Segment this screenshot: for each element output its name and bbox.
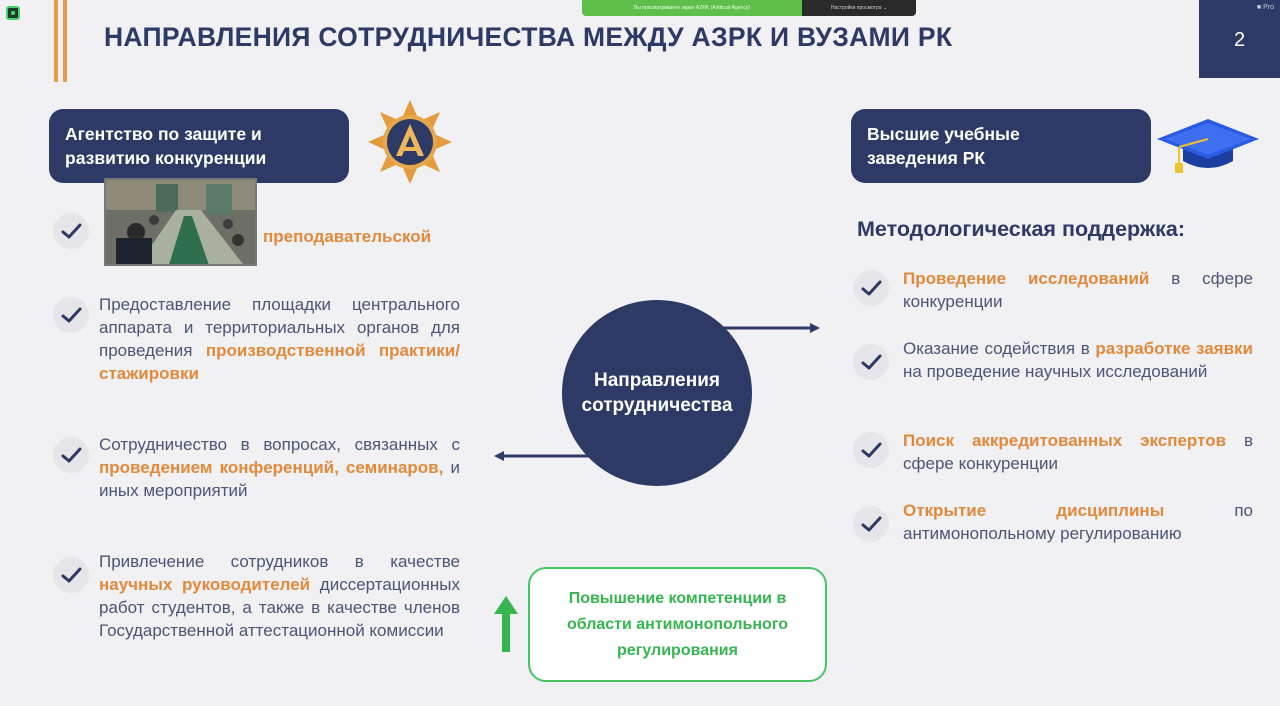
agency-header-label: Агентство по защите и развитию конкуренц… (65, 124, 267, 168)
arrow-right-icon (722, 320, 822, 336)
methodological-support-title: Методологическая поддержка: (857, 217, 1186, 241)
cooperation-circle: Направления сотрудничества (562, 300, 752, 486)
decor-stripe (63, 0, 67, 82)
left-item-3: Сотрудничество в вопросах, связанных с п… (99, 433, 460, 502)
slide-title: НАПРАВЛЕНИЯ СОТРУДНИЧЕСТВА МЕЖДУ АЗРК И … (104, 22, 953, 52)
right-item-3: Поиск аккредитованных экспертов в сфере … (903, 429, 1253, 475)
body-text: в сфере конкуренции (903, 431, 1253, 473)
arrow-left-icon (492, 448, 592, 464)
body-text: на проведение научных исследований (903, 362, 1208, 381)
highlighted-text: Поиск аккредитованных экспертов (903, 431, 1227, 450)
decor-stripe (54, 0, 58, 82)
left-item-4: Привлечение сотрудников в качестве научн… (99, 550, 460, 642)
check-icon (53, 297, 89, 333)
page-number-box: ■ Pro 2 (1199, 0, 1280, 78)
universities-header-label: Высшие учебные заведения РК (867, 124, 1020, 168)
agency-header: Агентство по защите и развитию конкуренц… (49, 109, 349, 183)
highlighted-text: проведением конференций, семинаров, (99, 458, 444, 477)
left-item-1: преподавательской (263, 225, 463, 248)
body-text: по антимонопольному регулированию (903, 501, 1253, 543)
check-icon (853, 344, 889, 380)
check-icon (53, 213, 89, 249)
check-icon (853, 432, 889, 468)
highlighted-text: Проведение исследований (903, 269, 1150, 288)
screen-share-bar: Вы просматриваете экран AZRK (Antitrust … (582, 0, 916, 16)
body-text: Сотрудничество в вопросах, связанных с (99, 435, 460, 454)
check-icon (853, 270, 889, 306)
body-text: в сфере конкуренции (903, 269, 1253, 311)
body-text: Оказание содействия в (903, 339, 1096, 358)
arrow-up-icon (494, 596, 518, 652)
view-options-button[interactable]: Настройки просмотра ⌄ (802, 0, 916, 16)
right-item-4: Открытие дисциплины по антимонопольному … (903, 499, 1253, 545)
right-item-2: Оказание содействия в разработке заявки … (903, 337, 1253, 383)
graduation-cap-icon (1155, 117, 1261, 177)
highlighted-text: производственной практики/стажировки (99, 341, 460, 383)
left-item-2: Предоставление площадки центрального апп… (99, 293, 460, 385)
body-text: Предоставление площадки центрального апп… (99, 295, 460, 360)
screen-share-indicator (6, 6, 20, 20)
mic-label: ■ Pro (1256, 4, 1274, 11)
highlighted-text: преподавательской (263, 227, 432, 246)
check-icon (53, 557, 89, 593)
body-text: диссертационных работ студентов, а также… (99, 575, 460, 640)
right-item-1: Проведение исследований в сфере конкурен… (903, 267, 1253, 313)
competence-box: Повышение компетенции в области антимоно… (528, 567, 827, 682)
check-icon (853, 506, 889, 542)
universities-header: Высшие учебные заведения РК (851, 109, 1151, 183)
check-icon (53, 437, 89, 473)
participant-video (104, 178, 257, 266)
agency-emblem-icon (366, 98, 454, 186)
body-text: и иных мероприятий (99, 458, 460, 500)
highlighted-text: разработке заявки (1095, 339, 1254, 358)
page-number: 2 (1233, 29, 1246, 51)
screen-share-message: Вы просматриваете экран AZRK (Antitrust … (582, 0, 802, 16)
highlighted-text: научных руководителей (99, 575, 311, 594)
highlighted-text: Открытие дисциплины (903, 501, 1165, 520)
body-text: Привлечение сотрудников в качестве (99, 552, 460, 571)
